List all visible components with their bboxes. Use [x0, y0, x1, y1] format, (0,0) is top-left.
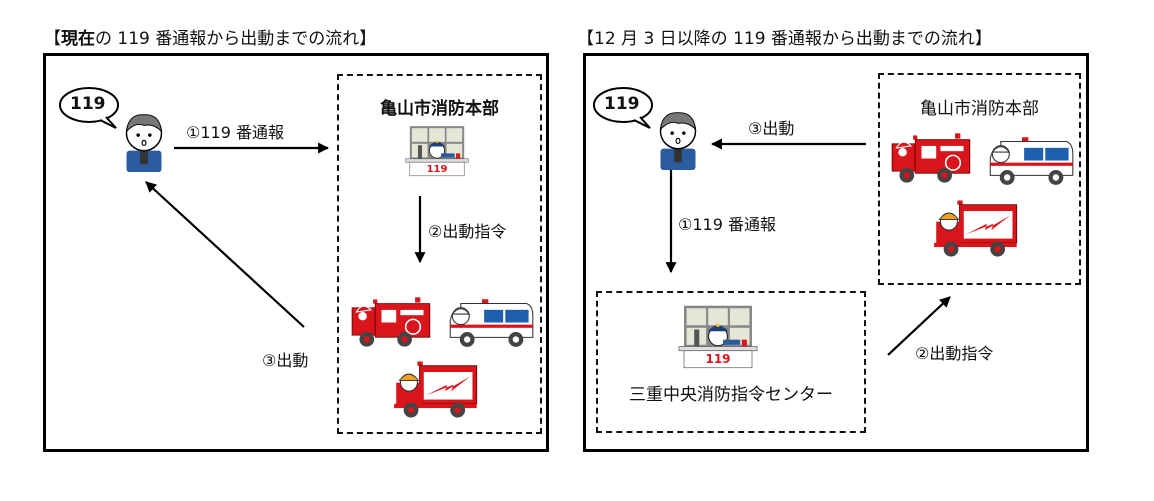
speech-bubble-icon: [59, 87, 119, 129]
ambulance-icon: [986, 130, 1076, 190]
operator-desk: 119: [403, 124, 471, 180]
hq-name: 亀山市消防本部: [380, 99, 499, 119]
step1-label: ①119 番通報: [678, 215, 776, 234]
fire-engine-icon: [890, 128, 974, 188]
bubble-text: 119: [604, 94, 640, 114]
desk-label: 119: [705, 352, 731, 366]
arrow-dispatch-order: [887, 296, 951, 356]
step2-label: ②出動指令: [915, 344, 994, 363]
arrow-dispatch: [145, 181, 305, 328]
command-center-name: 三重中央消防指令センター: [629, 385, 833, 405]
left-panel-title: 【現在の 119 番通報から出動までの流れ】: [44, 24, 376, 49]
step2-label: ②出動指令: [428, 222, 507, 241]
right-panel-title: 【12 月 3 日以降の 119 番通報から出動までの流れ】: [577, 29, 992, 49]
right-panel: [583, 53, 1089, 452]
speech-bubble-icon: [593, 87, 653, 129]
operator-desk: 119: [675, 304, 761, 372]
step3-label: ③出動: [262, 351, 309, 370]
command-center-box: [596, 291, 866, 433]
hq-name: 亀山市消防本部: [920, 99, 1039, 119]
right-hq-box: [878, 73, 1081, 285]
title-text: の 119 番通報から出動までの流れ】: [95, 29, 377, 49]
step1-label: ①119 番通報: [186, 123, 284, 142]
speech-bubble: 119: [592, 86, 656, 129]
speech-bubble: 119: [58, 86, 122, 129]
title-emphasis: 現在: [61, 29, 95, 49]
step3-label: ③出動: [748, 119, 795, 138]
desk-label: 119: [426, 164, 448, 175]
left-panel: [43, 53, 549, 452]
rescue-truck-icon: [932, 196, 1022, 260]
title-bracket: 【: [44, 29, 61, 49]
bubble-text: 119: [70, 94, 106, 114]
left-hq-box: [337, 74, 542, 434]
